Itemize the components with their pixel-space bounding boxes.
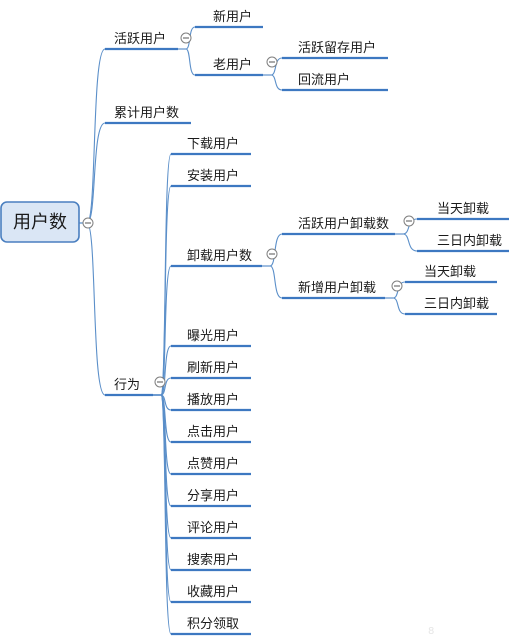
- branch-line: [269, 265, 283, 299]
- branch-line: [270, 74, 283, 91]
- topic-label: 积分领取: [187, 617, 239, 632]
- topic-node[interactable]: 收藏用户: [171, 584, 251, 604]
- topic-node[interactable]: 刷新用户: [171, 360, 251, 380]
- watermark: 8: [428, 626, 434, 637]
- root-label: 用户数: [13, 212, 67, 233]
- topic-node[interactable]: 新用户: [195, 9, 263, 29]
- topic-label: 下载用户: [187, 136, 239, 152]
- topic-node[interactable]: 活跃用户: [105, 31, 178, 51]
- topic-node[interactable]: 分享用户: [171, 488, 251, 508]
- topic-node[interactable]: 活跃留存用户: [282, 40, 388, 60]
- topic-node[interactable]: 评论用户: [171, 520, 251, 540]
- topic-label: 刷新用户: [187, 360, 239, 376]
- collapse-toggle-icon[interactable]: [403, 215, 415, 227]
- topic-label: 新用户: [213, 9, 252, 25]
- collapse-toggle-icon[interactable]: [82, 217, 94, 229]
- topic-label: 活跃用户: [114, 31, 166, 47]
- topic-node[interactable]: 当天卸载: [405, 264, 497, 284]
- collapse-toggle-icon[interactable]: [266, 248, 278, 260]
- topic-node[interactable]: 播放用户: [171, 392, 251, 412]
- branch-line: [160, 377, 172, 396]
- branch-line: [86, 48, 106, 224]
- branch-line: [402, 233, 418, 252]
- topic-label: 老用户: [213, 57, 252, 73]
- collapse-toggle-icon[interactable]: [266, 56, 278, 68]
- topic-node[interactable]: 当天卸载: [417, 201, 509, 221]
- topic-label: 三日内卸载: [437, 233, 502, 249]
- topic-label: 当天卸载: [424, 264, 476, 280]
- topic-label: 当天卸载: [437, 201, 489, 217]
- topic-node[interactable]: 老用户: [195, 57, 263, 77]
- topic-label: 分享用户: [187, 488, 239, 504]
- topic-node[interactable]: 下载用户: [171, 136, 251, 156]
- topic-node[interactable]: 回流用户: [282, 72, 388, 92]
- topic-node[interactable]: 三日内卸载: [405, 296, 497, 316]
- topic-label: 点赞用户: [187, 456, 239, 472]
- topic-label: 评论用户: [187, 520, 239, 536]
- topic-node[interactable]: 安装用户: [171, 168, 251, 188]
- topic-node[interactable]: 卸载用户数: [171, 248, 262, 268]
- topic-label: 回流用户: [298, 72, 350, 88]
- topic-node[interactable]: 三日内卸载: [417, 233, 509, 253]
- branch-line: [86, 122, 106, 224]
- root-node[interactable]: 用户数: [0, 201, 80, 243]
- branch-line: [160, 345, 172, 396]
- topic-node[interactable]: 点赞用户: [171, 456, 251, 476]
- topic-node[interactable]: 新增用户卸载: [282, 280, 385, 300]
- branch-line: [270, 57, 283, 76]
- collapse-toggle-icon[interactable]: [180, 32, 192, 44]
- topic-label: 点击用户: [187, 424, 239, 440]
- collapse-toggle-icon[interactable]: [154, 376, 166, 388]
- topic-node[interactable]: 行为: [105, 378, 153, 397]
- collapse-toggles: [82, 32, 415, 388]
- topic-label: 累计用户数: [114, 105, 179, 121]
- topic-label: 卸载用户数: [187, 248, 252, 264]
- topic-label: 三日内卸载: [424, 296, 489, 312]
- topic-label: 曝光用户: [187, 328, 239, 344]
- topic-node[interactable]: 点击用户: [171, 424, 251, 444]
- branch-line: [392, 297, 406, 315]
- topic-label: 搜索用户: [187, 552, 239, 568]
- topic-node[interactable]: 累计用户数: [105, 105, 191, 125]
- branch-line: [160, 394, 172, 635]
- topic-label: 活跃用户卸载数: [298, 216, 389, 232]
- branch-line: [86, 222, 106, 396]
- topic-label: 安装用户: [187, 168, 239, 184]
- topic-label: 新增用户卸载: [298, 280, 376, 296]
- topic-label: 行为: [114, 378, 140, 393]
- topic-label: 播放用户: [187, 392, 239, 408]
- collapse-toggle-icon[interactable]: [391, 280, 403, 292]
- branch-line: [160, 265, 172, 396]
- branch-line: [402, 218, 418, 235]
- topic-node[interactable]: 活跃用户卸载数: [282, 216, 395, 236]
- topic-node[interactable]: 积分领取: [171, 617, 251, 636]
- topic-node[interactable]: 曝光用户: [171, 328, 251, 348]
- branch-line: [185, 48, 196, 76]
- topic-node[interactable]: 搜索用户: [171, 552, 251, 572]
- topic-label: 收藏用户: [187, 584, 239, 600]
- topic-label: 活跃留存用户: [298, 40, 376, 56]
